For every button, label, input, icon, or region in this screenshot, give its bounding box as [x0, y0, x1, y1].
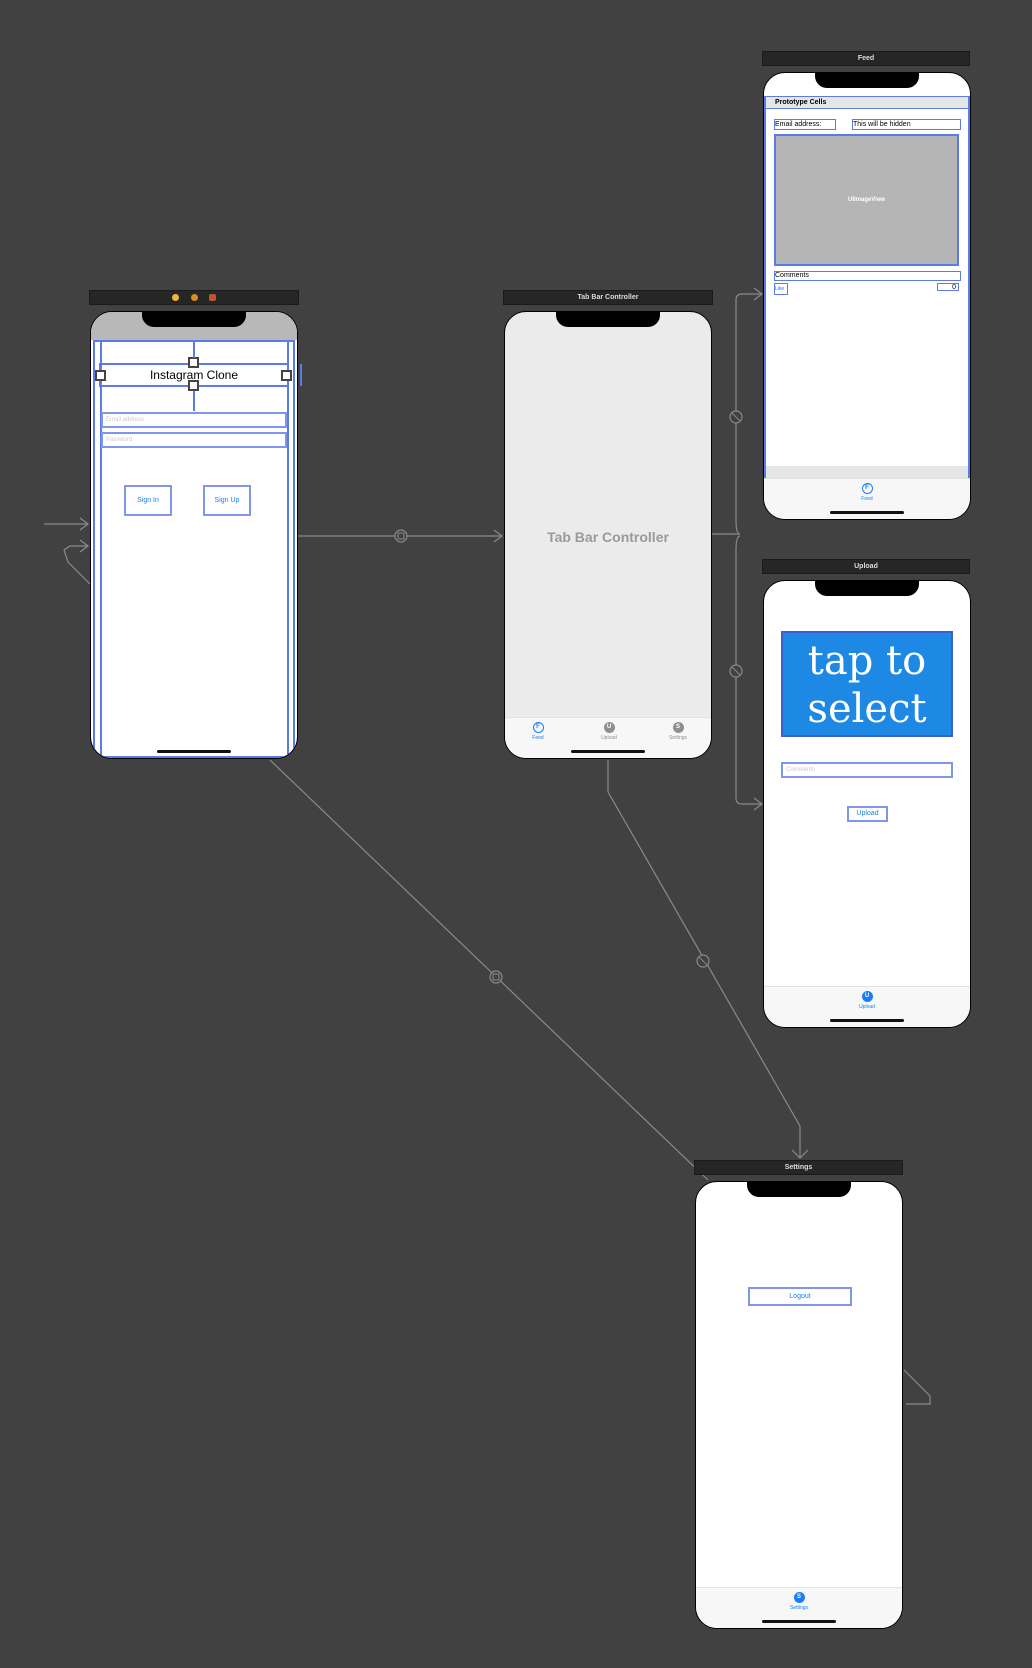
home-indicator: [762, 1620, 836, 1623]
feed-tab-icon: F: [532, 722, 544, 733]
upload-scene-title: Upload: [854, 563, 878, 570]
feed-scene-title: Feed: [857, 55, 875, 62]
image-text-line-2: select: [807, 686, 927, 732]
device-notch: [747, 1182, 851, 1197]
prototype-cells-label: Prototype Cells: [775, 99, 827, 106]
upload-tab-item-icon: U: [861, 991, 873, 1002]
device-notch: [556, 312, 660, 327]
tab-feed-label: Feed: [532, 735, 544, 741]
tabbar-center-label: Tab Bar Controller: [547, 529, 669, 545]
home-indicator: [157, 750, 231, 753]
image-view-label: UIImageView: [848, 197, 885, 203]
login-scene[interactable]: Instagram Clone Email address Password S…: [90, 311, 298, 759]
feed-scene[interactable]: Prototype Cells Email address: This will…: [763, 72, 971, 520]
upload-comments-field[interactable]: Comments: [781, 762, 953, 778]
tab-settings-label: Settings: [668, 735, 688, 741]
tabbar-scene[interactable]: Tab Bar Controller F Feed U Upload S Set…: [504, 311, 712, 759]
sign-up-button[interactable]: Sign Up: [203, 485, 251, 516]
resize-handle-top[interactable]: [188, 357, 199, 368]
tab-upload[interactable]: U Upload: [584, 722, 634, 741]
external-constraint[interactable]: [300, 364, 302, 386]
feed-tab-bar[interactable]: F Feed: [764, 478, 970, 519]
login-left-guide: [100, 340, 102, 758]
feed-comments-label[interactable]: Comments: [774, 271, 961, 281]
feed-tab-item-label: Feed: [861, 496, 873, 502]
settings-tab-item-label: Settings: [789, 1605, 809, 1611]
title-label[interactable]: Instagram Clone: [149, 368, 239, 382]
home-indicator: [830, 511, 904, 514]
upload-scene-dock[interactable]: Upload: [762, 559, 970, 574]
constraint-top[interactable]: [193, 342, 195, 358]
resize-handle-bottom[interactable]: [188, 380, 199, 391]
settings-scene[interactable]: Logout S Settings: [695, 1181, 903, 1629]
login-scene-dock[interactable]: [89, 290, 299, 305]
settings-scene-title: Settings: [784, 1164, 813, 1171]
upload-tab-item[interactable]: U Upload: [842, 991, 892, 1010]
constraint-bottom[interactable]: [193, 391, 195, 411]
upload-tab-icon: U: [603, 722, 615, 733]
feed-image-view[interactable]: UIImageView: [774, 134, 959, 266]
feed-tab-item[interactable]: F Feed: [842, 483, 892, 502]
tabbar-scene-title: Tab Bar Controller: [577, 294, 639, 301]
tab-settings[interactable]: S Settings: [653, 722, 703, 741]
image-text-line-1: tap to: [807, 638, 927, 684]
logout-button[interactable]: Logout: [748, 1287, 852, 1306]
feed-table-footer: [766, 466, 968, 478]
device-notch: [815, 581, 919, 596]
settings-scene-dock[interactable]: Settings: [694, 1160, 903, 1175]
settings-tab-icon: S: [672, 722, 684, 733]
feed-scene-dock[interactable]: Feed: [762, 51, 970, 66]
feed-tab-item-icon: F: [861, 483, 873, 494]
tab-feed[interactable]: F Feed: [513, 722, 563, 741]
upload-image-view[interactable]: tap to select: [781, 631, 953, 737]
upload-scene[interactable]: tap to select Comments Upload U Upload: [763, 580, 971, 1028]
resize-handle-right[interactable]: [281, 370, 292, 381]
feed-email-label[interactable]: Email address:: [774, 119, 836, 130]
device-notch: [815, 73, 919, 88]
email-field[interactable]: Email address: [101, 412, 287, 428]
upload-button[interactable]: Upload: [847, 806, 888, 822]
settings-tab-item[interactable]: S Settings: [774, 1592, 824, 1611]
password-field[interactable]: Password: [101, 432, 287, 448]
home-indicator: [830, 1019, 904, 1022]
like-button[interactable]: Like: [774, 283, 788, 295]
login-right-guide: [287, 340, 289, 758]
first-responder-icon[interactable]: [190, 293, 198, 301]
home-indicator: [571, 750, 645, 753]
exit-icon[interactable]: [209, 293, 217, 301]
prototype-cells-header[interactable]: Prototype Cells: [766, 97, 968, 109]
tab-upload-label: Upload: [601, 735, 617, 741]
sign-in-button[interactable]: Sign In: [124, 485, 172, 516]
upload-tab-item-label: Upload: [859, 1004, 875, 1010]
like-count-label[interactable]: 0: [937, 283, 959, 291]
view-controller-icon[interactable]: [171, 293, 179, 301]
tabbar-scene-dock[interactable]: Tab Bar Controller: [503, 290, 713, 305]
device-notch: [142, 312, 246, 327]
resize-handle-left[interactable]: [95, 370, 106, 381]
login-view-bounds[interactable]: [93, 340, 295, 758]
settings-tab-item-icon: S: [793, 1592, 805, 1603]
feed-hidden-label[interactable]: This will be hidden: [852, 119, 961, 130]
